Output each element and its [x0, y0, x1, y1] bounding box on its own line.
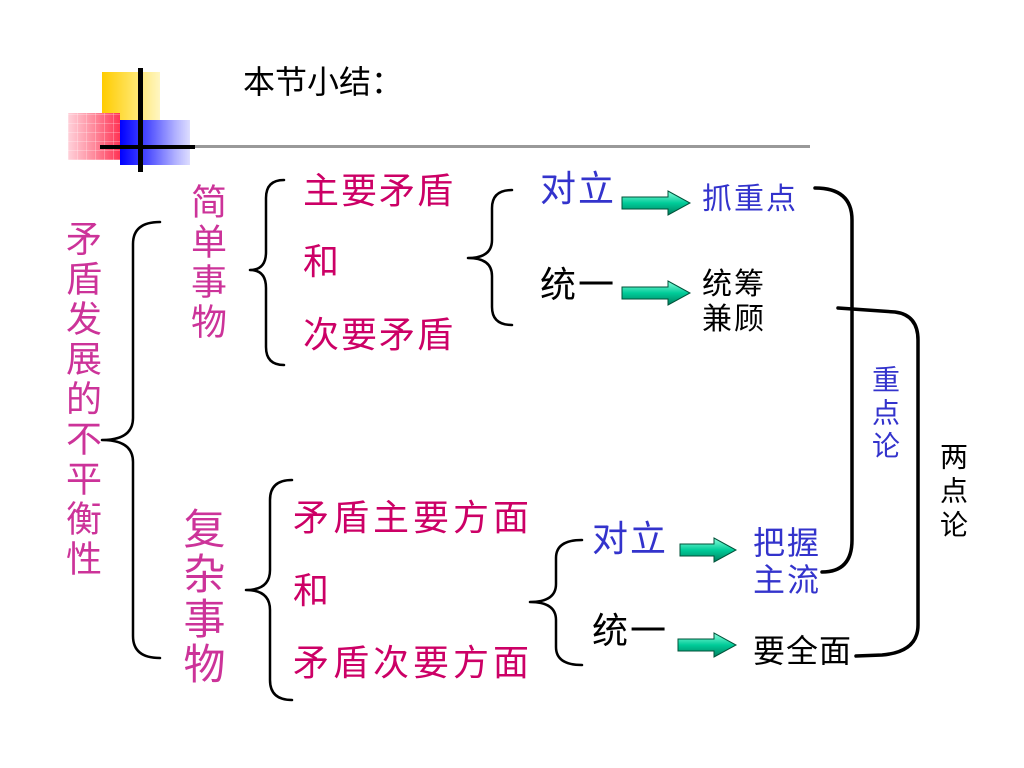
simple-opposition-result: 抓重点	[702, 182, 798, 217]
focus-theory-bracket	[813, 186, 854, 574]
complex-things-brace	[244, 478, 294, 702]
root-brace	[100, 220, 162, 660]
overall-theory-label: 两点论	[936, 442, 969, 544]
logo-cross-horizontal	[100, 145, 195, 149]
simple-relation-brace	[466, 188, 514, 327]
simple-conjunction: 和	[303, 242, 340, 283]
complex-unity-result: 要全面	[753, 632, 853, 670]
complex-opposition-result-line: 主流	[753, 561, 822, 599]
complex-opposition-result-line: 把握	[753, 524, 822, 562]
logo-blue-square	[120, 120, 190, 165]
slide-title: 本节小结：	[243, 63, 404, 101]
simple-things-brace	[248, 178, 286, 367]
arrow-right-icon	[677, 632, 738, 658]
simple-primary-label: 主要矛盾	[303, 171, 456, 212]
simple-unity-result-line: 兼顾	[702, 302, 766, 337]
logo-pink-square	[68, 113, 120, 160]
complex-opposition-term: 对立	[592, 519, 669, 560]
complex-things-label: 复杂事物	[177, 507, 226, 687]
arrow-right-icon	[621, 280, 692, 306]
overall-theory-bracket	[836, 306, 920, 658]
simple-opposition-term: 对立	[540, 169, 617, 210]
simple-unity-result-line: 统筹	[702, 267, 766, 302]
arrow-right-icon	[679, 537, 738, 563]
complex-conjunction: 和	[293, 571, 330, 612]
complex-primary-label: 矛盾主要方面	[293, 498, 534, 539]
complex-relation-brace	[528, 538, 584, 667]
simple-things-label: 简单事物	[185, 183, 226, 343]
title-rule	[195, 145, 810, 148]
simple-unity-term: 统一	[540, 265, 617, 306]
focus-theory-label: 重点论	[868, 365, 901, 464]
logo-cross-vertical	[138, 68, 143, 172]
complex-unity-term: 统一	[592, 611, 669, 652]
simple-secondary-label: 次要矛盾	[303, 315, 456, 356]
complex-secondary-label: 矛盾次要方面	[293, 643, 534, 684]
root-concept-label: 矛盾发展的不平衡性	[60, 220, 101, 580]
arrow-right-icon	[621, 190, 692, 216]
